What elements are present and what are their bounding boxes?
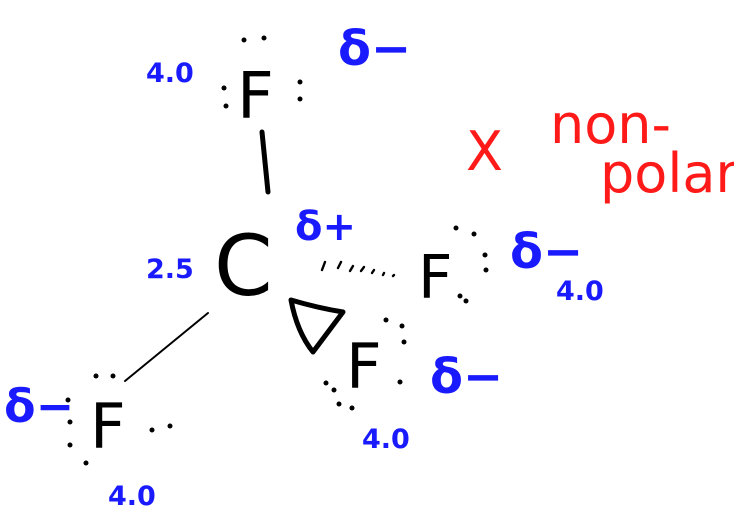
carbon-partial-charge: δ+ [295,204,356,250]
fluorine-front: F δ− 4.0 [323,317,503,455]
fluorine-front-partial-charge: δ− [430,349,503,405]
fluorine-left-electronegativity: 4.0 [108,481,156,512]
bond-c-f-front-wedge [288,297,346,355]
bonds [124,129,396,382]
bond-c-f-left [124,312,209,382]
bond-c-f-top [259,129,271,195]
fluorine-left-symbol: F [90,390,126,463]
fluorine-right-electronegativity: 4.0 [556,276,604,307]
bond-c-f-right-hashed [320,260,396,278]
fluorine-front-symbol: F [346,330,382,403]
fluorine-top-electronegativity: 4.0 [146,58,194,89]
fluorine-right-partial-charge: δ− [510,224,583,280]
fluorine-top-partial-charge: δ− [338,21,411,77]
carbon-electronegativity: 2.5 [146,254,194,285]
fluorine-left-partial-charge: δ− [4,379,74,433]
verdict-line-1: non- [550,93,671,156]
fluorine-right-symbol: F [418,243,453,313]
verdict-line-2: polar [600,142,734,205]
fluorine-front-electronegativity: 4.0 [362,424,410,455]
verdict-mark: X [466,120,503,183]
fluorine-right: F δ− 4.0 [418,224,604,313]
polarity-verdict: X non- polar [466,93,734,205]
fluorine-top: F 4.0 δ− [146,21,411,134]
carbon-atom: C 2.5 δ+ [146,204,356,315]
fluorine-left: F δ− 4.0 [4,373,173,512]
carbon-symbol: C [214,217,273,315]
fluorine-top-symbol: F [237,60,274,134]
